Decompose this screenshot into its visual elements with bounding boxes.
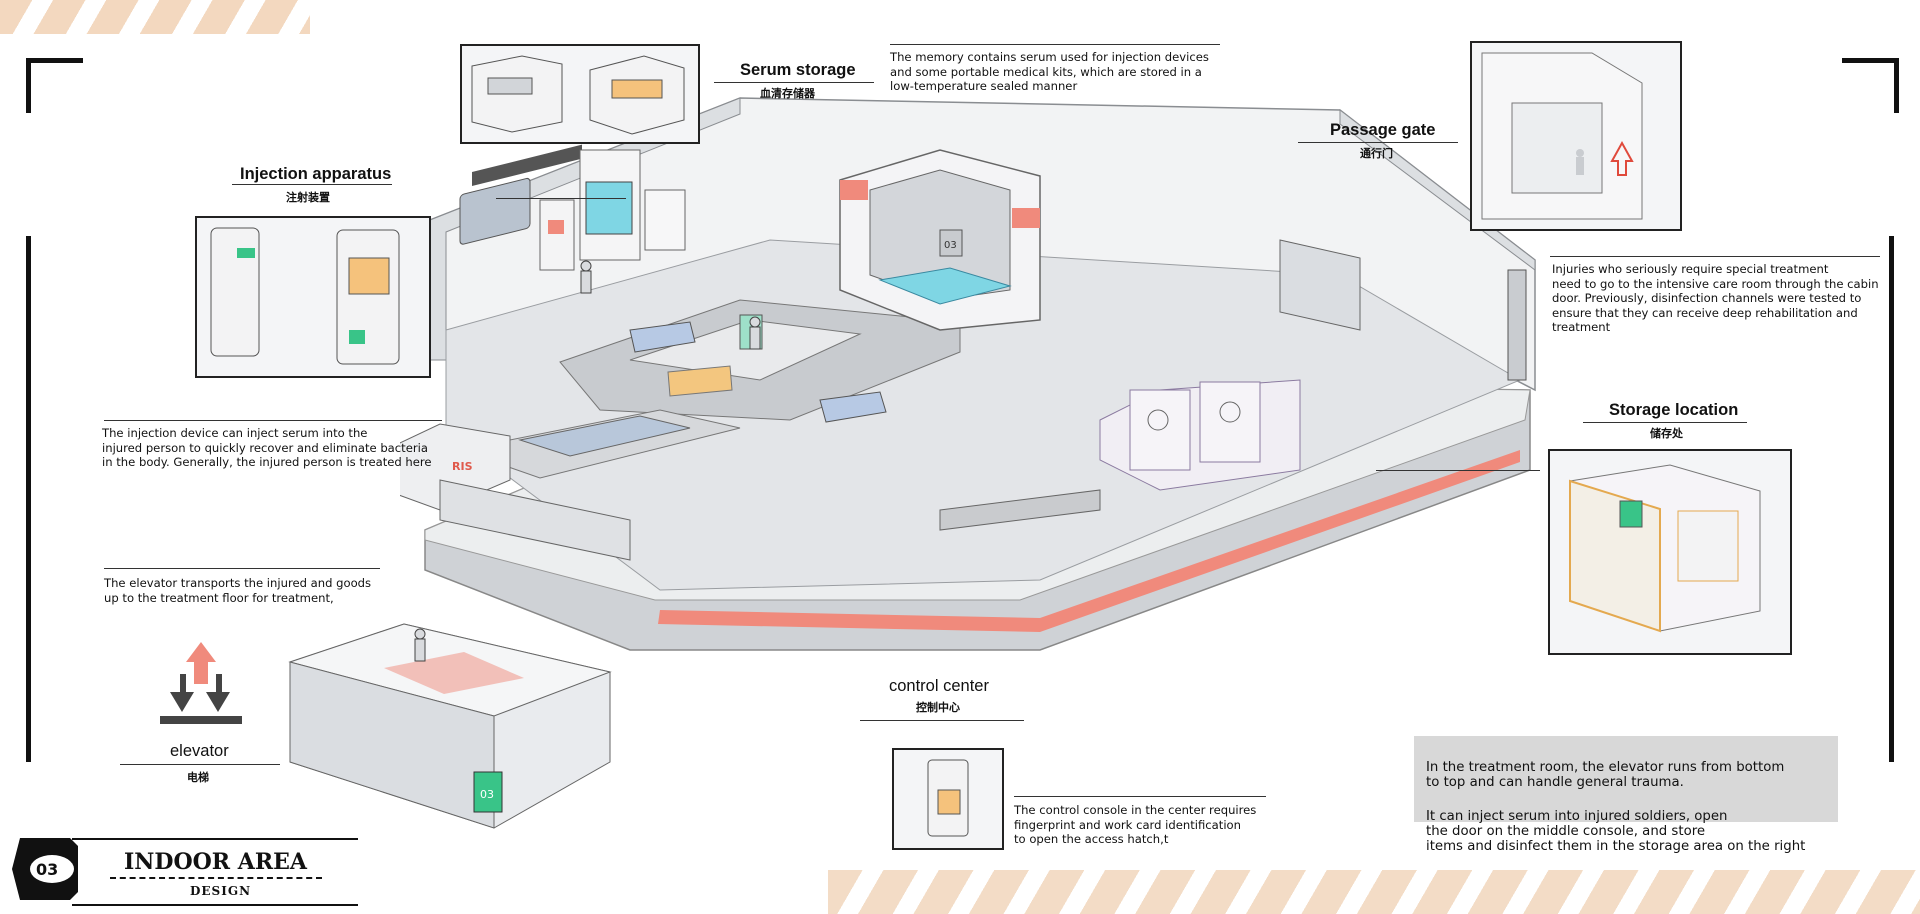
passage-gate-subtitle: 通行门 bbox=[1360, 148, 1393, 160]
storage-location-thumbnail bbox=[1548, 449, 1792, 655]
elevator-rule bbox=[120, 764, 280, 765]
control-desc-rule bbox=[1014, 796, 1266, 797]
passage-desc-rule bbox=[1550, 256, 1880, 257]
serum-desc-rule bbox=[890, 44, 1220, 45]
logo-dashed-rule bbox=[110, 877, 322, 879]
serum-storage-title: Serum storage bbox=[740, 61, 856, 79]
right-frame-bar bbox=[1889, 236, 1894, 762]
elevator-description: The elevator transports the injured and … bbox=[104, 576, 372, 605]
storage-location-rule bbox=[1583, 422, 1747, 423]
storage-leader-line bbox=[1376, 470, 1540, 471]
serum-storage-description: The memory contains serum used for injec… bbox=[890, 50, 1209, 94]
control-center-subtitle: 控制中心 bbox=[916, 702, 960, 714]
section-number: 03 bbox=[36, 860, 58, 879]
storage-location-subtitle: 储存处 bbox=[1650, 428, 1683, 440]
logo-top-rule bbox=[72, 838, 358, 840]
frame-corner-top-left bbox=[26, 58, 83, 113]
section-number-badge: 03 bbox=[12, 838, 78, 900]
injection-apparatus-thumbnail bbox=[195, 216, 431, 378]
logo-title: INDOOR AREA bbox=[124, 849, 307, 875]
control-console-thumbnail bbox=[892, 748, 1004, 850]
left-frame-bar bbox=[26, 236, 31, 762]
serum-storage-thumbnail bbox=[460, 44, 700, 144]
elevator-badge: 03 bbox=[480, 788, 494, 801]
bottom-stripe-decoration bbox=[828, 870, 1920, 914]
elevator-subtitle: 电梯 bbox=[187, 772, 209, 784]
passage-gate-thumbnail bbox=[1470, 41, 1682, 231]
serum-storage-rule bbox=[714, 82, 874, 83]
summary-note-paragraph-1: In the treatment room, the elevator runs… bbox=[1426, 760, 1785, 790]
passage-gate-rule bbox=[1298, 142, 1458, 143]
injection-apparatus-subtitle: 注射装置 bbox=[286, 192, 330, 204]
treatment-room-illustration: 03 RIS bbox=[400, 97, 1536, 651]
elevator-title: elevator bbox=[170, 742, 229, 760]
passage-gate-title: Passage gate bbox=[1330, 121, 1436, 139]
storage-location-title: Storage location bbox=[1609, 401, 1739, 419]
summary-note-paragraph-2: It can inject serum into injured soldier… bbox=[1426, 809, 1806, 854]
logo-bottom-rule bbox=[72, 904, 358, 906]
serum-storage-subtitle: 血清存储器 bbox=[760, 88, 815, 100]
passage-gate-description: Injuries who seriously require special t… bbox=[1552, 262, 1879, 335]
top-stripe-decoration bbox=[0, 0, 310, 34]
elevator-arrows-icon bbox=[160, 642, 242, 724]
gate-door-sign: 03 bbox=[944, 240, 957, 251]
injection-title-rule bbox=[232, 184, 392, 185]
control-center-title: control center bbox=[889, 677, 989, 695]
frame-corner-top-right bbox=[1842, 58, 1899, 113]
control-center-description: The control console in the center requir… bbox=[1014, 803, 1257, 847]
elevator-illustration: 03 bbox=[288, 623, 612, 829]
injection-leader-line bbox=[496, 198, 626, 199]
injection-apparatus-description: The injection device can inject serum in… bbox=[102, 426, 432, 470]
injection-apparatus-title: Injection apparatus bbox=[240, 165, 392, 183]
logo-subtitle: DESIGN bbox=[190, 884, 252, 898]
room-brand-mark: RIS bbox=[452, 460, 473, 473]
elevator-desc-rule bbox=[104, 568, 380, 569]
control-center-rule bbox=[860, 720, 1024, 721]
summary-note-box: In the treatment room, the elevator runs… bbox=[1414, 736, 1838, 854]
injection-desc-rule bbox=[104, 420, 442, 421]
